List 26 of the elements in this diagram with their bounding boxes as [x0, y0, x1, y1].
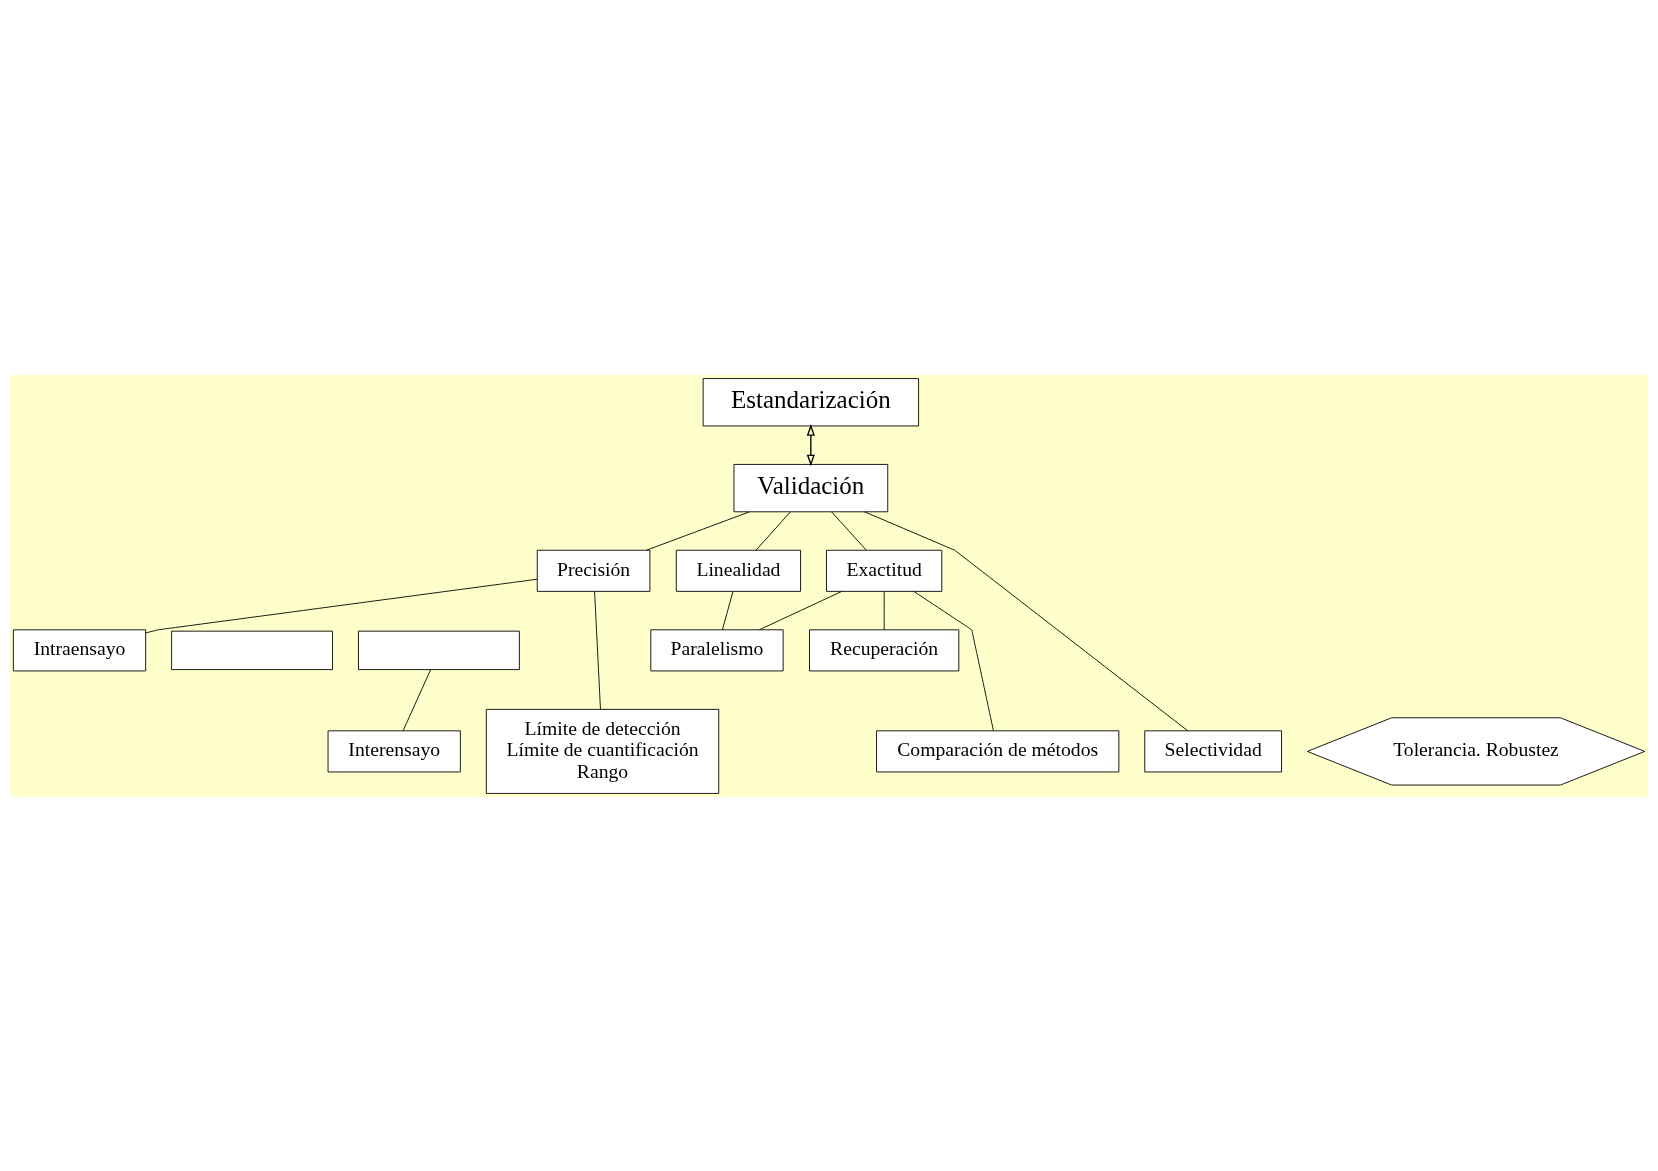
node-box: Intraensayo — [12, 628, 147, 671]
connector — [883, 590, 885, 630]
connector — [755, 511, 791, 551]
connector — [864, 510, 1189, 731]
connector — [646, 510, 750, 551]
node-box — [358, 630, 520, 670]
connector — [721, 590, 734, 630]
node-box: Estandarización — [702, 377, 920, 426]
connector — [759, 590, 842, 630]
node-box — [171, 630, 333, 670]
node-box: Selectividad — [1144, 729, 1282, 772]
arrow — [806, 423, 815, 466]
connector — [594, 590, 601, 710]
connector — [913, 590, 994, 731]
node-box: Interensayo — [327, 729, 461, 772]
node-box: Exactitud — [826, 549, 943, 592]
connector — [402, 668, 432, 731]
node-box: Precisión — [536, 549, 651, 592]
node-box: Recuperación — [809, 628, 960, 671]
node-box: Linealidad — [675, 549, 801, 592]
connector — [145, 578, 538, 633]
node-box: Validación — [733, 463, 889, 512]
node-box: Comparación de métodos — [876, 729, 1120, 772]
node-box: Límite de detección Límite de cuantificación Rango — [485, 708, 720, 794]
node-box: Paralelismo — [650, 628, 784, 671]
connector — [831, 511, 867, 551]
